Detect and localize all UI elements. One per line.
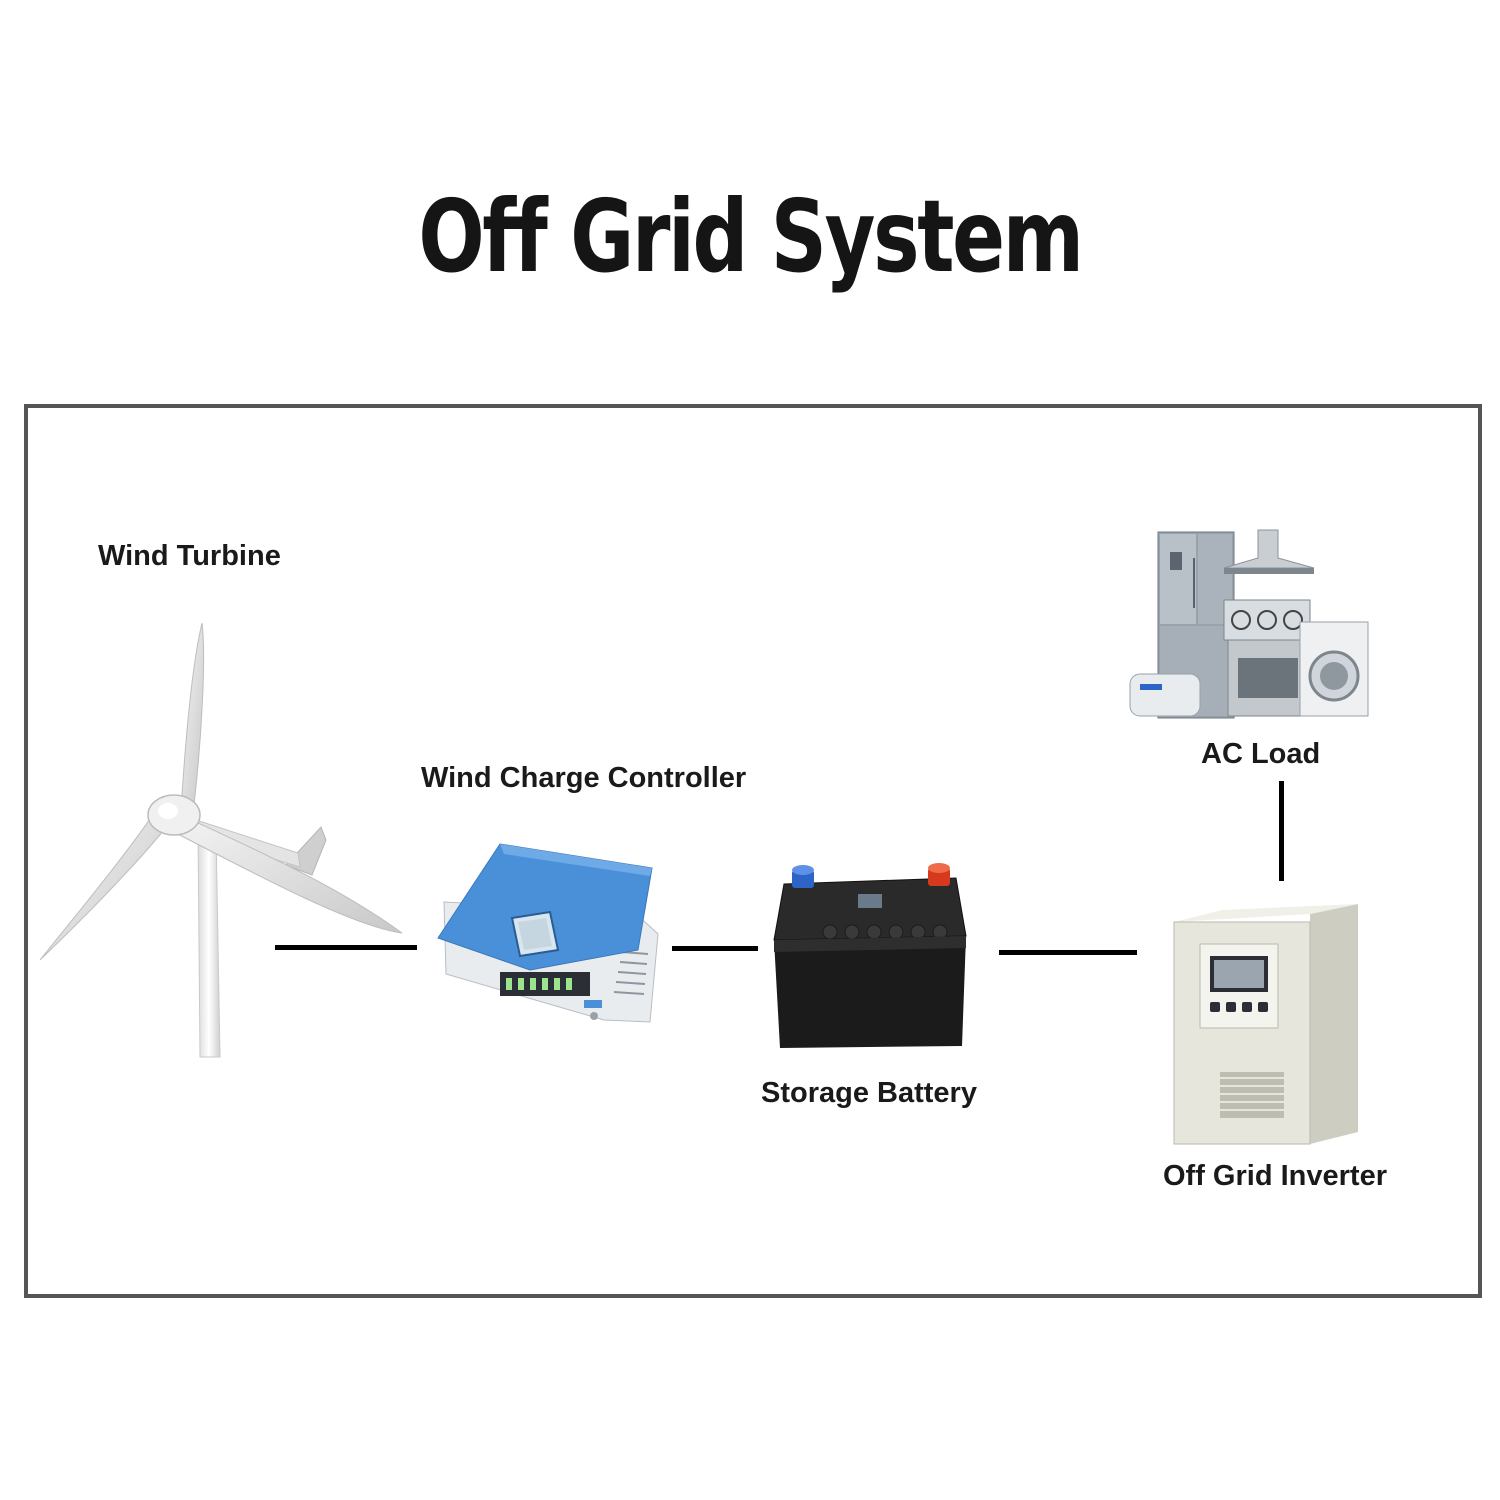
ac-load-label: AC Load bbox=[1201, 738, 1321, 770]
wire-turbine-controller bbox=[275, 945, 417, 950]
inverter-label: Off Grid Inverter bbox=[1163, 1160, 1387, 1192]
wire-inverter-load bbox=[1279, 781, 1284, 881]
charge-controller-label: Wind Charge Controller bbox=[421, 762, 747, 794]
charge-controller-icon bbox=[437, 843, 659, 1023]
battery-icon bbox=[773, 863, 967, 1048]
inverter-icon bbox=[1173, 904, 1358, 1145]
wire-battery-inverter bbox=[999, 950, 1137, 955]
wire-controller-battery bbox=[672, 946, 758, 951]
page-title: Off Grid System bbox=[418, 178, 1084, 295]
wind-turbine-label: Wind Turbine bbox=[98, 540, 281, 572]
diagram-frame bbox=[24, 404, 1482, 1298]
appliances-icon bbox=[1129, 529, 1369, 719]
storage-battery-label: Storage Battery bbox=[761, 1077, 977, 1109]
wind-turbine-icon bbox=[39, 622, 403, 1058]
